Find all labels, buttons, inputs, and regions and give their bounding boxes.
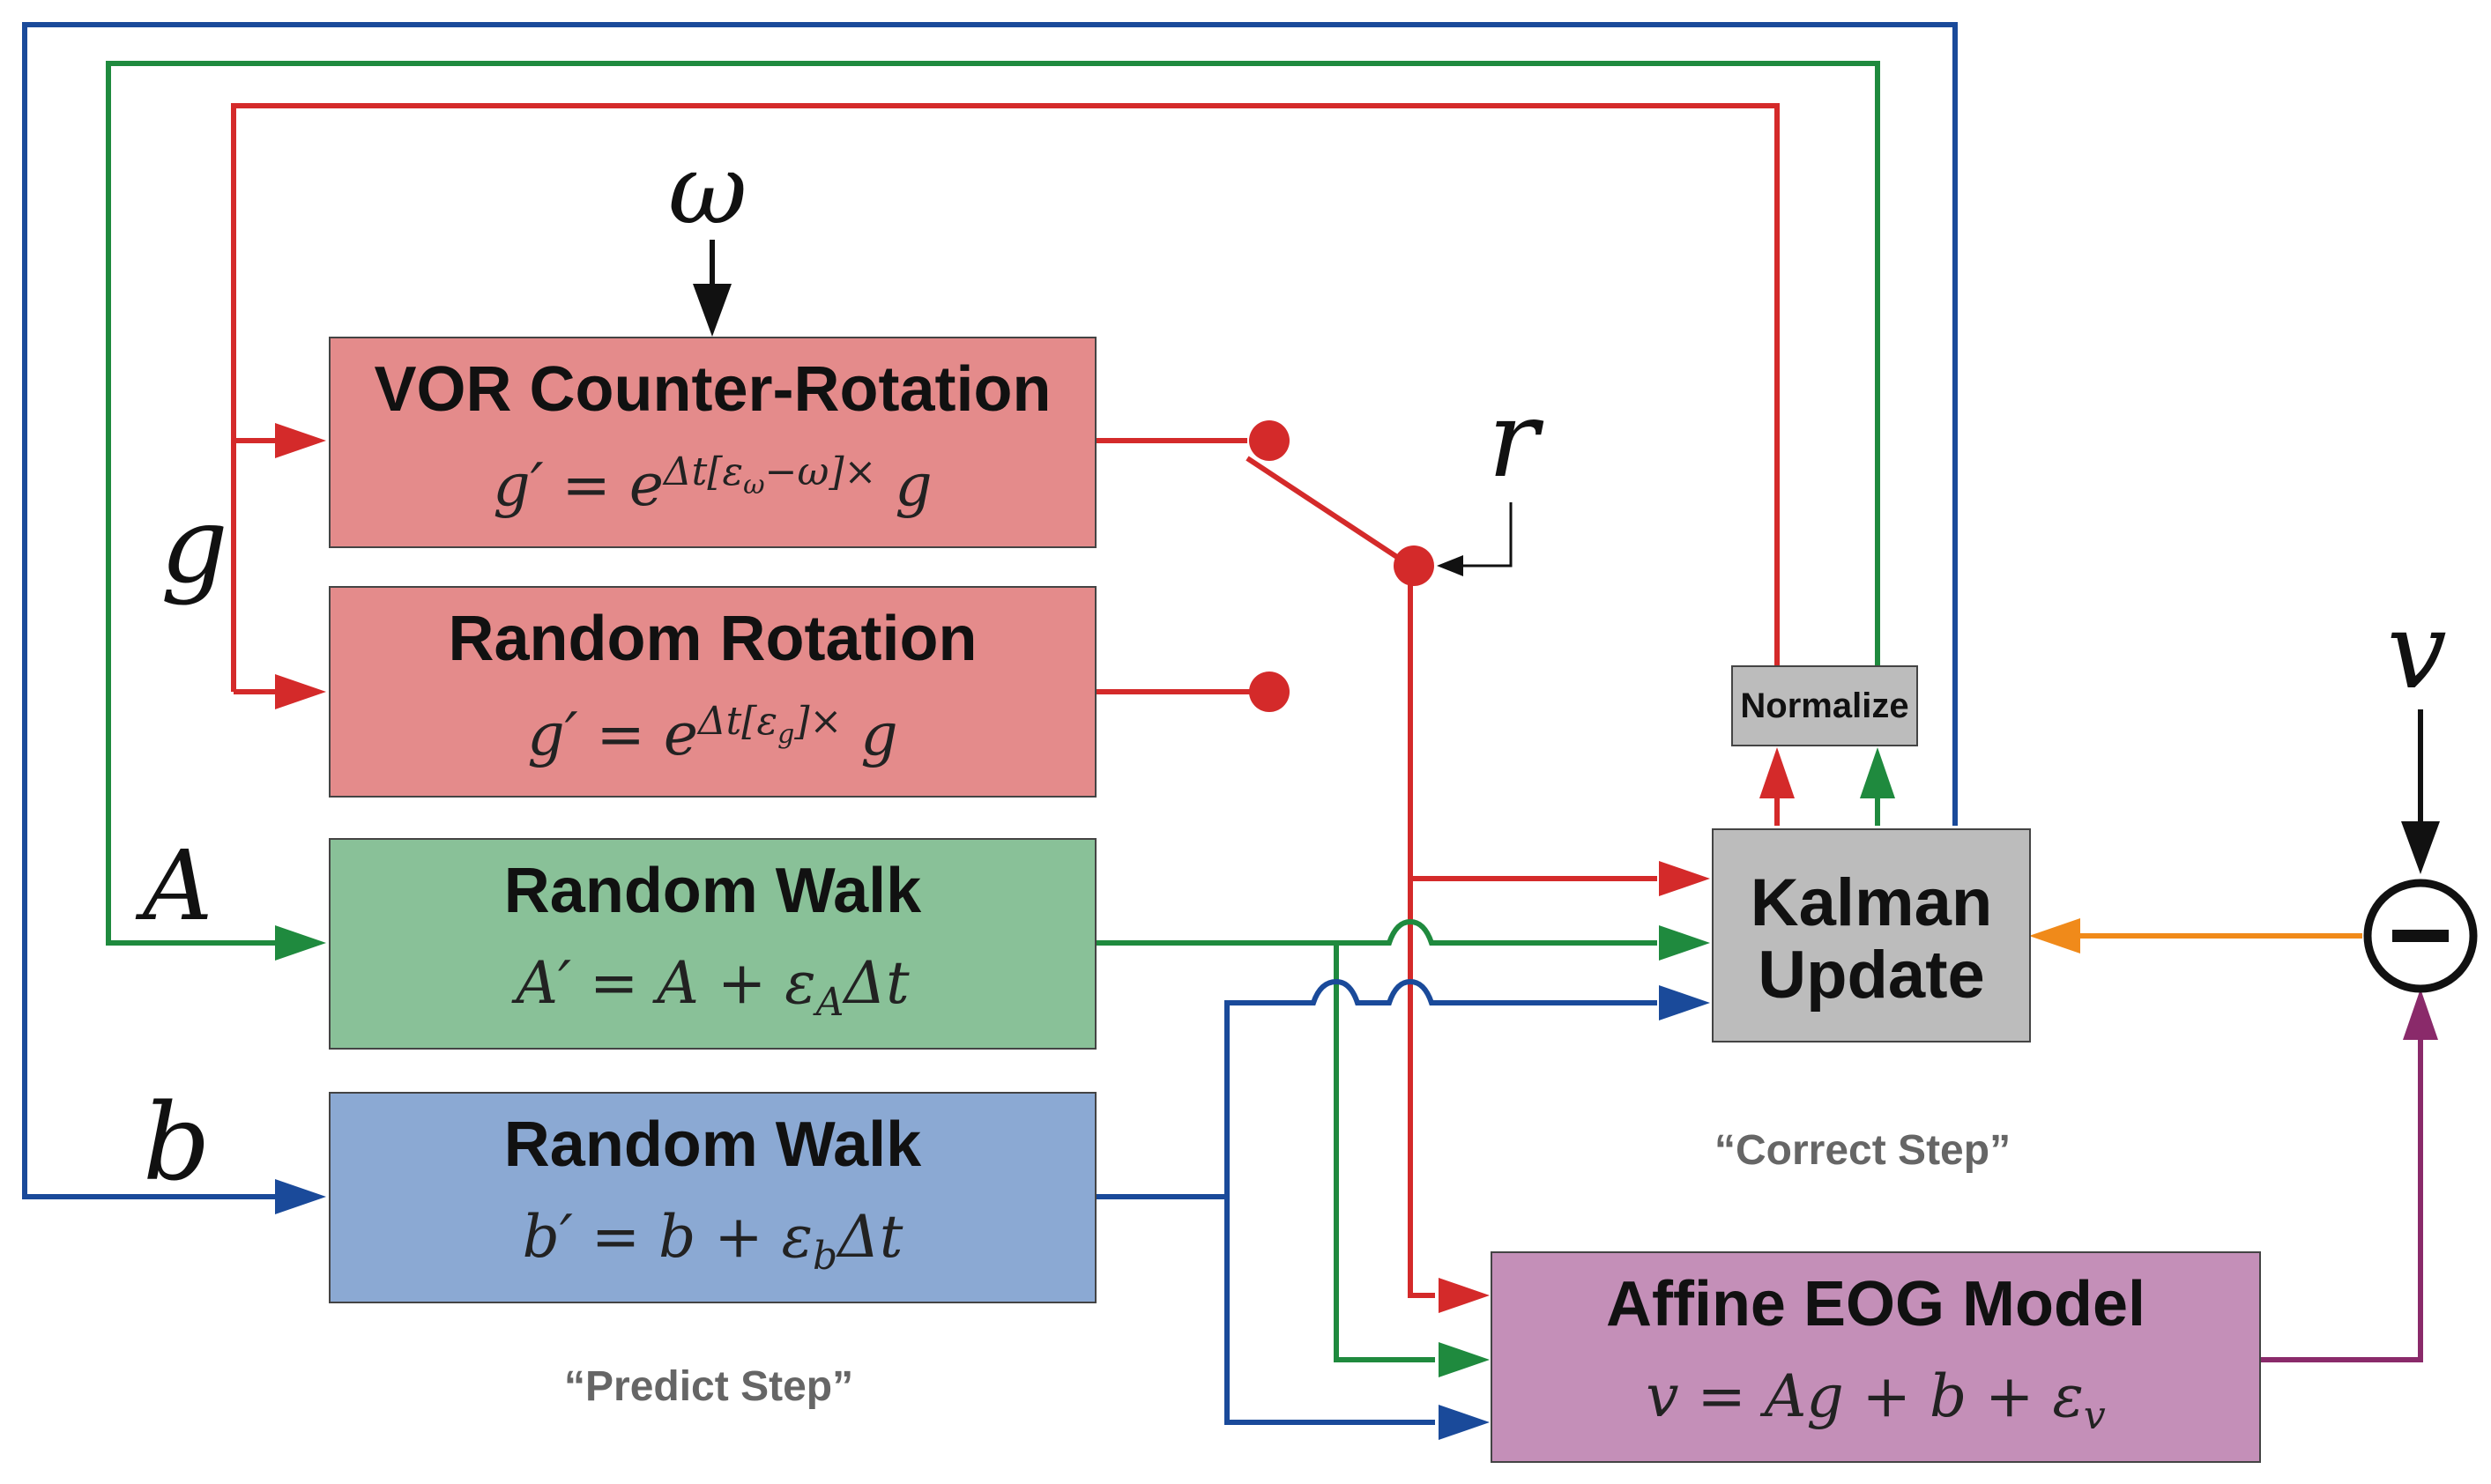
random-rotation-block: Random Rotation g′ = eΔt[εg]× g [329,586,1097,798]
omega-label: ω [668,133,747,246]
input-arrows [693,240,2440,874]
b-label: b [143,1082,211,1205]
difference-operator [2363,879,2478,993]
correct-step-label: “Correct Step” [1714,1127,2011,1174]
random-rotation-title: Random Rotation [448,604,978,674]
vor-equation: g′ = eΔt[εω−ω]× g [493,449,933,519]
r-label: r [1488,379,1539,501]
g-state-arrowheads [275,420,1795,1313]
v-label: v [2387,590,2447,713]
model-output-wire [2260,989,2438,1362]
predict-step-label: “Predict Step” [564,1363,854,1410]
g-state-wires [231,103,1780,1298]
affine-eog-model-block: Affine EOG Model v = Ag + b + εv [1491,1251,2261,1463]
random-walk-A-title: Random Walk [503,856,922,926]
random-walk-A-block: Random Walk A′ = A + εAΔt [329,838,1097,1050]
random-walk-b-equation: b′ = b + εbΔt [522,1203,903,1280]
normalize-block: Normalize [1731,665,1918,746]
g-label: g [160,485,228,607]
affine-eog-equation: v = Ag + b + εv [1646,1362,2106,1439]
random-walk-b-title: Random Walk [503,1109,922,1180]
kalman-title: Kalman Update [1750,865,1993,1013]
affine-eog-title: Affine EOG Model [1606,1269,2145,1339]
measurement-wire [2029,918,2362,953]
random-rotation-equation: g′ = eΔt[εg]× g [527,699,898,768]
kalman-update-block: Kalman Update [1712,828,2031,1043]
random-walk-A-equation: A′ = A + εAΔt [516,949,910,1026]
b-state-wires [22,22,1958,1425]
vor-counter-rotation-block: VOR Counter-Rotation g′ = eΔt[εω−ω]× g [329,337,1097,548]
random-walk-b-block: Random Walk b′ = b + εbΔt [329,1092,1097,1303]
b-state-arrowheads [275,985,1710,1440]
A-state-arrowheads [275,747,1895,1377]
vor-title: VOR Counter-Rotation [374,354,1052,425]
A-label: A [143,829,213,942]
